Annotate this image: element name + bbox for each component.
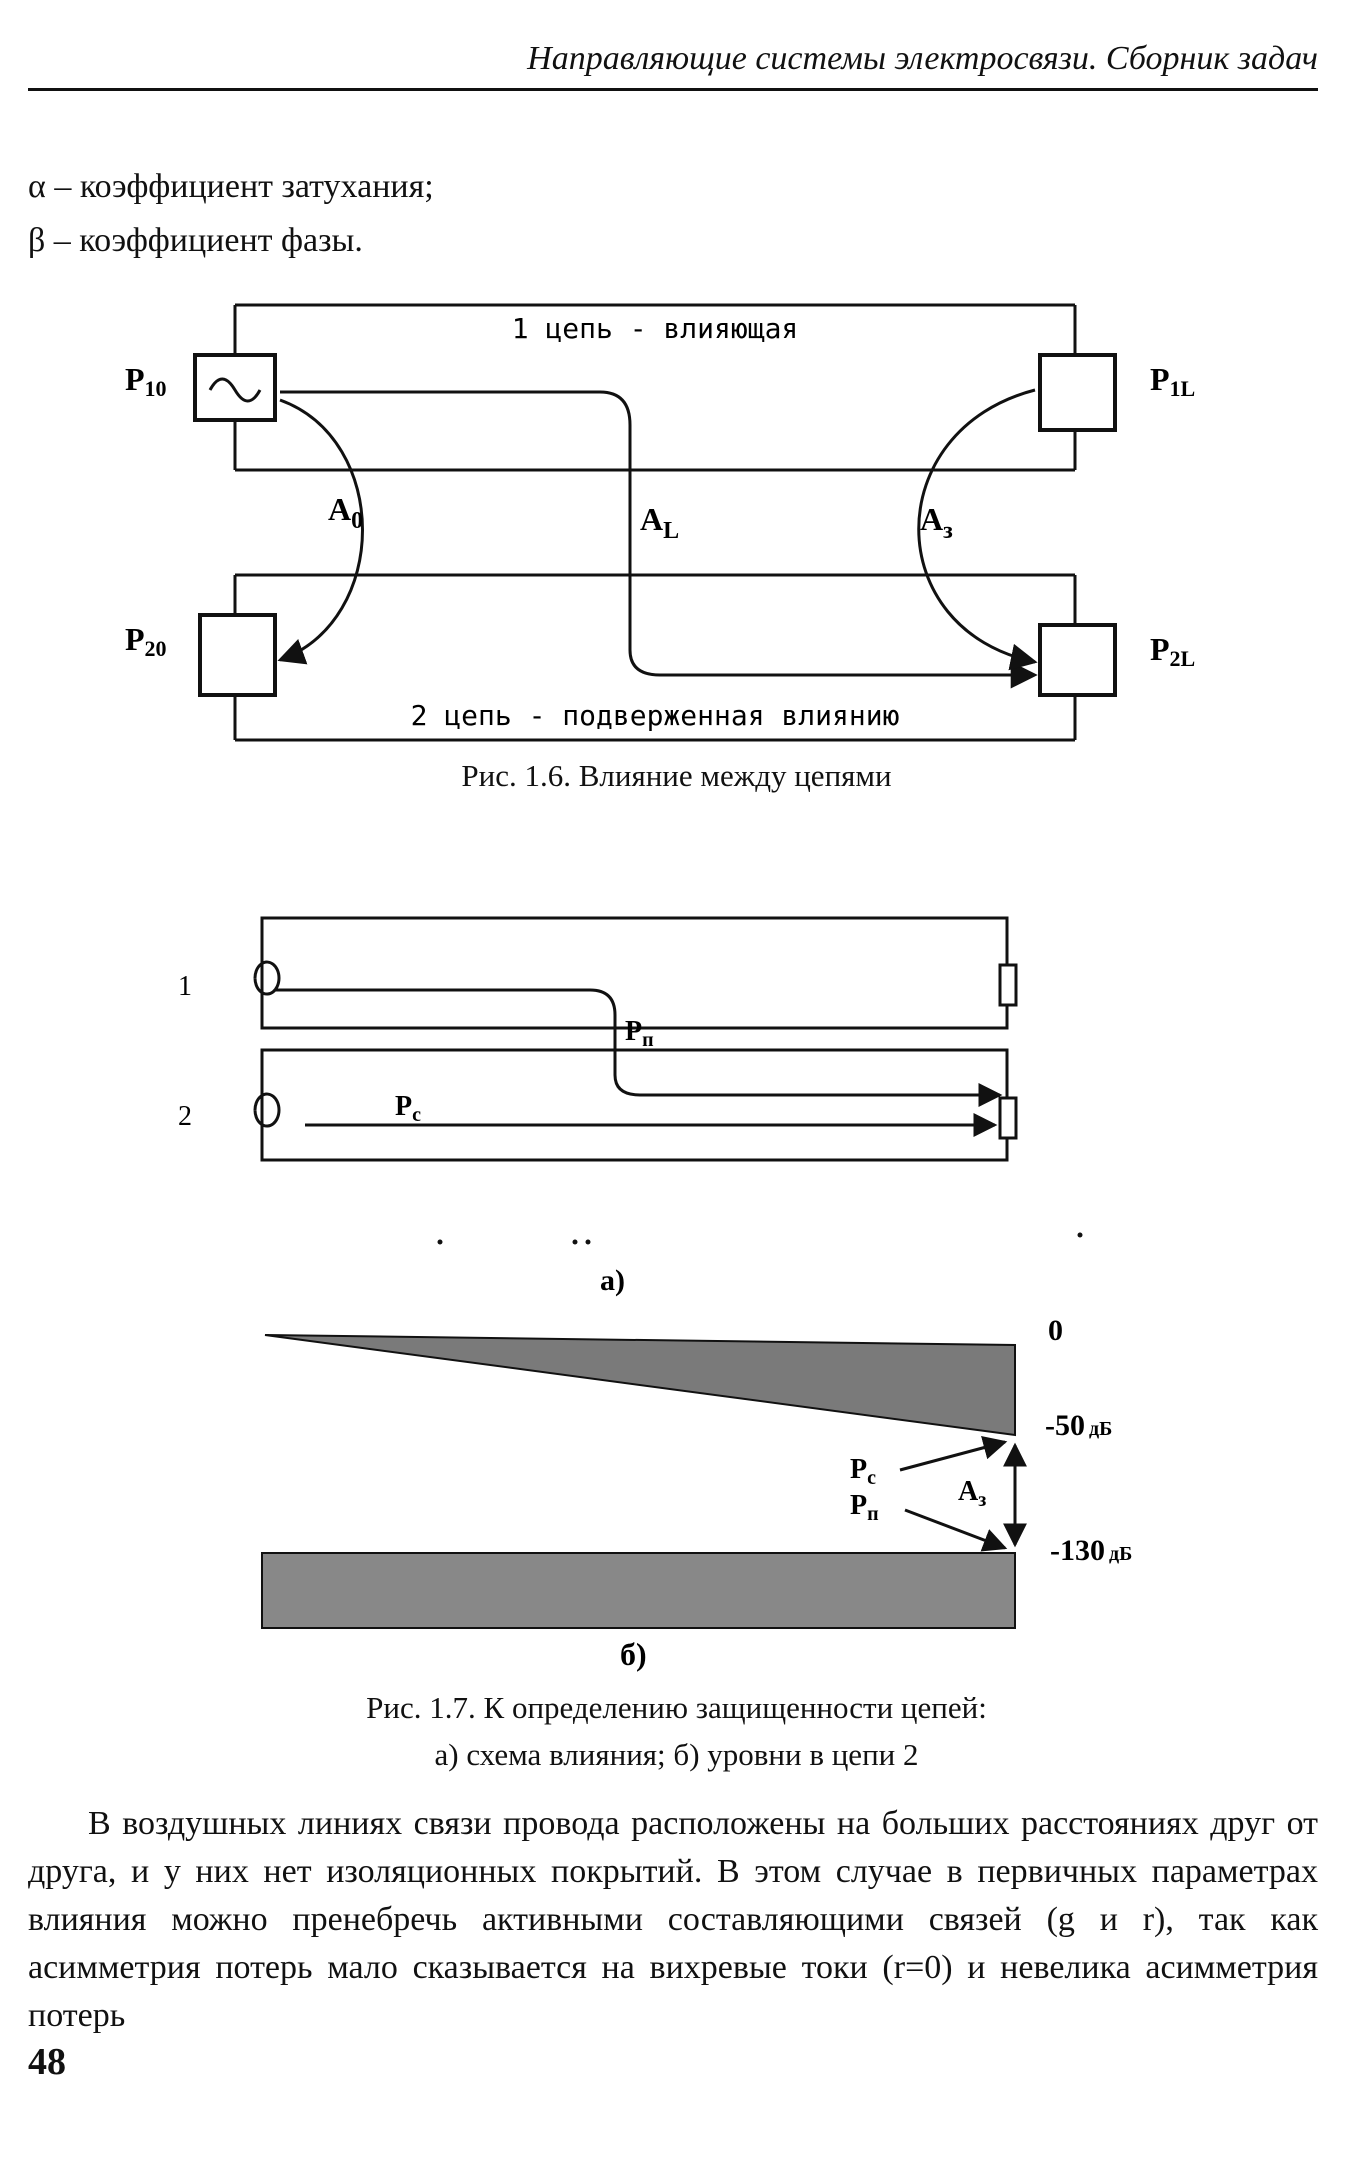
line1-box [260,916,1009,1030]
pointer-pp [904,1508,1008,1552]
arrow-a3 [917,388,1038,671]
body-paragraph: В воздушных линиях связи провода располо… [28,1800,1318,2040]
circuit1-label: 1 цепь - влияющая [512,312,799,345]
figure-1-6-caption: Рис. 1.6. Влияние между цепями [461,758,892,793]
label-p1l: P1L [1150,361,1195,401]
line2-load [998,1096,1018,1140]
line2-source-icon [253,1092,281,1128]
line2-label: 2 [178,1101,192,1132]
paragraph-text: В воздушных линиях связи провода располо… [28,1805,1318,2034]
level-band-noise [261,1552,1016,1629]
label-a0: A0 [328,491,363,534]
arrow-al [280,390,1038,689]
circuit2-label: 2 цепь - подверженная влиянию [411,699,900,732]
line1-source-icon [253,960,281,996]
line1-label: 1 [178,971,192,1002]
label-pp: Pп [625,1016,654,1051]
generator-box [193,353,277,422]
level-pc-label: Pc [850,1454,876,1489]
arrow-a0 [277,398,364,665]
receiver-box-1l [1038,353,1117,432]
pointer-pc [899,1435,1008,1472]
level-pp-label: Pп [850,1490,879,1525]
label-p10: P10 [125,361,167,401]
definition-alpha: α – коэффициент затухания; [28,168,434,205]
label-pc: Pc [395,1091,421,1126]
figure-1-7-caption-line2: а) схема влияния; б) уровни в цепи 2 [434,1737,919,1772]
label-p20: P20 [125,621,167,661]
part-b-label: б) [620,1636,647,1672]
receiver-box-20 [198,613,277,697]
figure-1-6-diagram: 1 цепь - влияющая 2 цепь - подверженная … [125,303,1195,742]
sine-icon [208,377,262,403]
running-header: Направляющие системы электросвязи. Сборн… [28,40,1318,91]
line2-box [260,1048,1009,1162]
level-az-label: Aз [958,1476,986,1511]
label-al: AL [640,501,679,544]
label-p2l: P2L [1150,631,1195,671]
page-number: 48 [28,2041,66,2083]
figure-1-7-caption-line1: Рис. 1.7. К определению защищенности цеп… [366,1690,987,1725]
arrow-pp [275,988,1003,1107]
definition-beta: β – коэффициент фазы. [28,222,363,259]
level-wedge-signal [264,1334,1016,1437]
receiver-box-2l [1038,623,1117,697]
part-a-label: а) [600,1264,625,1297]
level-0-label: 0 [1048,1314,1063,1347]
line1-load [998,963,1018,1007]
label-a3: Aз [920,501,953,544]
